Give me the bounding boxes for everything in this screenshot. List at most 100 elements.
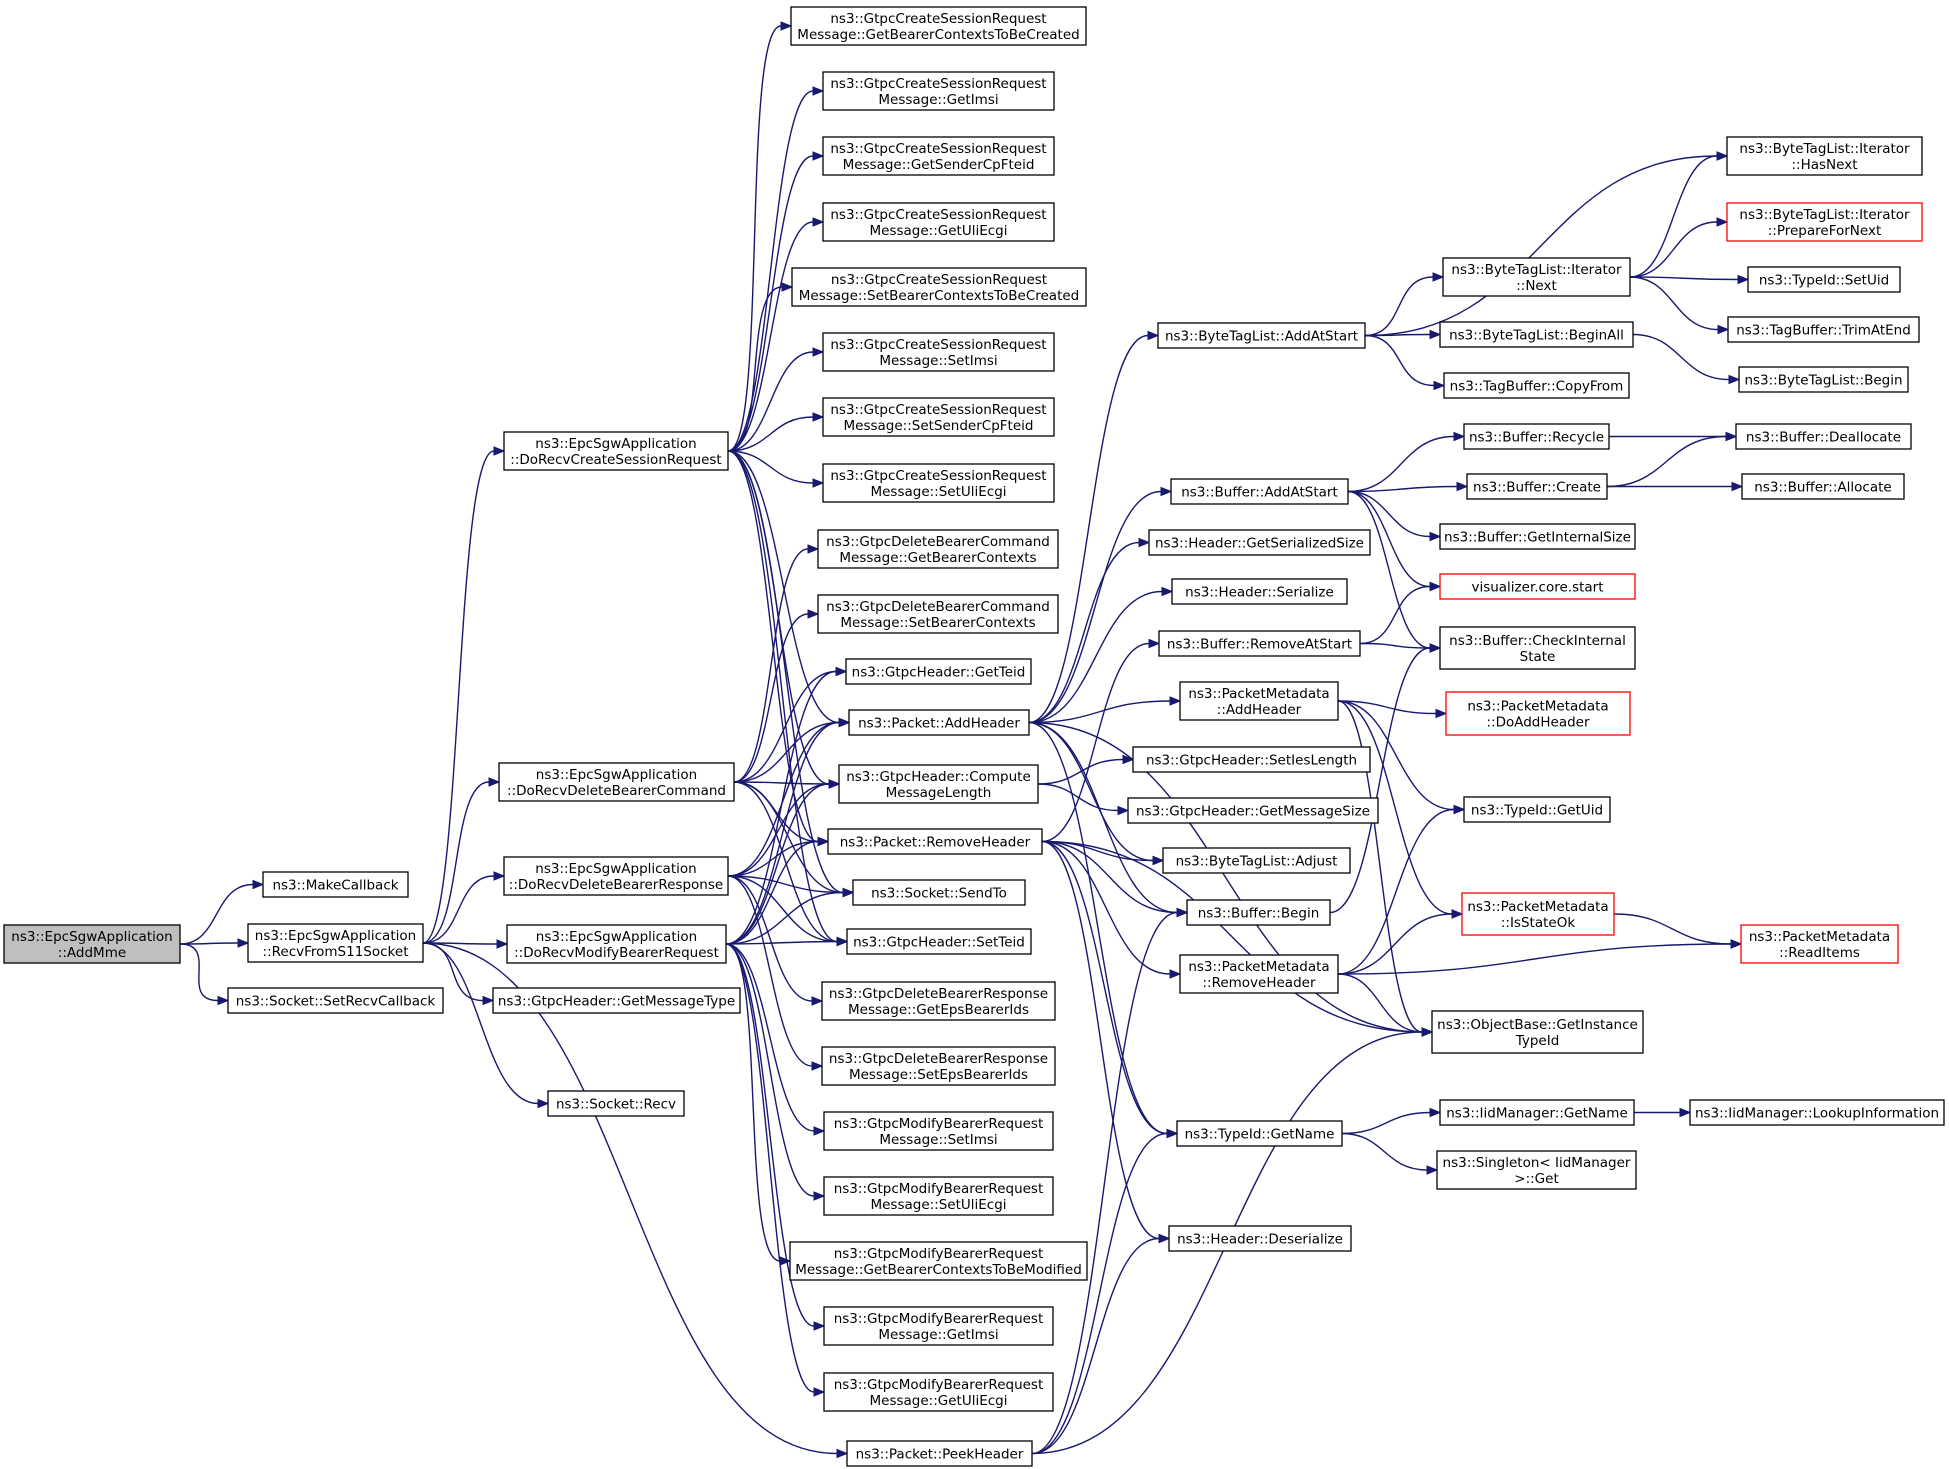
- node-btl_begin[interactable]: ns3::ByteTagList::Begin: [1738, 366, 1909, 393]
- node-typeid_getname[interactable]: ns3::TypeId::GetName: [1176, 1120, 1343, 1147]
- node-singleton_get[interactable]: ns3::Singleton< IidManager>::Get: [1436, 1150, 1637, 1190]
- node-hdr_getsersize[interactable]: ns3::Header::GetSerializedSize: [1148, 529, 1371, 556]
- node-btl_addatstart[interactable]: ns3::ByteTagList::AddAtStart: [1157, 322, 1366, 349]
- node-box: [817, 529, 1059, 569]
- node-tb_trimatend[interactable]: ns3::TagBuffer::TrimAtEnd: [1727, 316, 1920, 343]
- node-box: [1170, 478, 1349, 505]
- node-buf_getinternalsize[interactable]: ns3::Buffer::GetInternalSize: [1439, 523, 1636, 550]
- node-box: [1439, 626, 1636, 670]
- node-label: ns3::PacketMetadata: [1188, 686, 1329, 702]
- node-getmsgsize[interactable]: ns3::GtpcHeader::GetMessageSize: [1127, 797, 1379, 824]
- call-edge: [727, 351, 814, 452]
- node-setteid[interactable]: ns3::GtpcHeader::SetTeid: [846, 928, 1032, 955]
- node-makecallback[interactable]: ns3::MakeCallback: [262, 871, 409, 898]
- node-pm_readitems[interactable]: ns3::PacketMetadata::ReadItems: [1740, 924, 1899, 964]
- node-pkt_removeheader[interactable]: ns3::Packet::RemoveHeader: [827, 828, 1043, 855]
- node-buf_create[interactable]: ns3::Buffer::Create: [1466, 473, 1608, 500]
- node-csr_setsender[interactable]: ns3::GtpcCreateSessionRequestMessage::Se…: [822, 397, 1055, 437]
- call-edge: [1341, 1111, 1431, 1135]
- node-buf_allocate[interactable]: ns3::Buffer::Allocate: [1741, 473, 1905, 500]
- node-box: [1127, 797, 1379, 824]
- node-dbc_setbc[interactable]: ns3::GtpcDeleteBearerCommandMessage::Set…: [817, 594, 1059, 634]
- node-csr_setbctbc[interactable]: ns3::GtpcCreateSessionRequestMessage::Se…: [791, 267, 1087, 307]
- node-csr_getsender[interactable]: ns3::GtpcCreateSessionRequestMessage::Ge…: [822, 136, 1055, 176]
- node-box: [823, 1372, 1054, 1412]
- node-csr_getimsi[interactable]: ns3::GtpcCreateSessionRequestMessage::Ge…: [822, 71, 1055, 111]
- node-csr_setuli[interactable]: ns3::GtpcCreateSessionRequestMessage::Se…: [822, 463, 1055, 503]
- node-typeid_setuid[interactable]: ns3::TypeId::SetUid: [1747, 266, 1901, 293]
- node-hdr_deserialize[interactable]: ns3::Header::Deserialize: [1168, 1225, 1352, 1252]
- node-socketrecv[interactable]: ns3::Socket::Recv: [547, 1090, 685, 1117]
- node-sendto[interactable]: ns3::Socket::SendTo: [852, 879, 1026, 906]
- node-recvfroms11[interactable]: ns3::EpcSgwApplication::RecvFromS11Socke…: [247, 923, 424, 963]
- call-edge: [725, 840, 819, 945]
- node-iid_getname[interactable]: ns3::IidManager::GetName: [1439, 1099, 1635, 1126]
- node-buf_deallocate[interactable]: ns3::Buffer::Deallocate: [1735, 423, 1912, 450]
- node-mbr_getimsi[interactable]: ns3::GtpcModifyBearerRequestMessage::Get…: [823, 1306, 1054, 1346]
- node-viz_start[interactable]: visualizer.core.start: [1439, 573, 1636, 600]
- arrowhead: [811, 1061, 824, 1071]
- arrowhead: [1456, 481, 1469, 492]
- node-label: ns3::GtpcCreateSessionRequest: [830, 11, 1046, 27]
- node-buf_recycle[interactable]: ns3::Buffer::Recycle: [1463, 423, 1610, 450]
- arrowhead: [828, 779, 841, 789]
- node-btli_hasnext[interactable]: ns3::ByteTagList::Iterator::HasNext: [1726, 136, 1923, 176]
- node-label: ns3::Buffer::Create: [1473, 480, 1601, 496]
- node-pm_isstateok[interactable]: ns3::PacketMetadata::IsStateOk: [1461, 892, 1615, 936]
- node-box: [1132, 746, 1371, 773]
- node-pm_doaddheader[interactable]: ns3::PacketMetadata::DoAddHeader: [1445, 691, 1631, 736]
- call-edge: [727, 450, 838, 943]
- node-csr_getbctbc[interactable]: ns3::GtpcCreateSessionRequestMessage::Ge…: [790, 6, 1087, 46]
- node-hdr_serialize[interactable]: ns3::Header::Serialize: [1171, 578, 1348, 605]
- node-label: ns3::EpcSgwApplication: [255, 928, 416, 944]
- node-pm_addheader[interactable]: ns3::PacketMetadata::AddHeader: [1179, 681, 1339, 721]
- node-pkt_addheader[interactable]: ns3::Packet::AddHeader: [848, 709, 1030, 736]
- node-dbr_setebi[interactable]: ns3::GtpcDeleteBearerResponseMessage::Se…: [821, 1046, 1056, 1086]
- node-dodeletecmd[interactable]: ns3::EpcSgwApplication::DoRecvDeleteBear…: [498, 762, 735, 802]
- arrowhead: [807, 609, 820, 619]
- arrowhead: [813, 1321, 826, 1331]
- node-iid_lookupinfo[interactable]: ns3::IidManager::LookupInformation: [1689, 1099, 1945, 1126]
- node-mbr_setimsi[interactable]: ns3::GtpcModifyBearerRequestMessage::Set…: [823, 1111, 1054, 1151]
- node-mbr_getbctbm[interactable]: ns3::GtpcModifyBearerRequestMessage::Get…: [789, 1241, 1088, 1281]
- node-label: ns3::IidManager::LookupInformation: [1695, 1106, 1939, 1122]
- node-btli_preparefornext[interactable]: ns3::ByteTagList::Iterator::PrepareForNe…: [1726, 202, 1923, 242]
- node-tb_copyfrom[interactable]: ns3::TagBuffer::CopyFrom: [1443, 372, 1630, 399]
- node-pm_removeheader[interactable]: ns3::PacketMetadata::RemoveHeader: [1179, 954, 1339, 994]
- node-dbr_getebi[interactable]: ns3::GtpcDeleteBearerResponseMessage::Ge…: [821, 981, 1056, 1021]
- call-edge: [725, 891, 844, 945]
- node-getteid[interactable]: ns3::GtpcHeader::GetTeid: [845, 658, 1032, 685]
- call-edge: [1337, 700, 1437, 715]
- node-buf_addatstart[interactable]: ns3::Buffer::AddAtStart: [1170, 478, 1349, 505]
- node-docreatesession[interactable]: ns3::EpcSgwApplication::DoRecvCreateSess…: [503, 431, 729, 471]
- node-csr_getuli[interactable]: ns3::GtpcCreateSessionRequestMessage::Ge…: [822, 202, 1055, 242]
- node-buf_begin[interactable]: ns3::Buffer::Begin: [1186, 899, 1331, 926]
- arrowhead: [496, 939, 509, 949]
- node-setieslength[interactable]: ns3::GtpcHeader::SetIesLength: [1132, 746, 1371, 773]
- node-btl_adjust[interactable]: ns3::ByteTagList::Adjust: [1162, 847, 1351, 874]
- node-dbc_getbc[interactable]: ns3::GtpcDeleteBearerCommandMessage::Get…: [817, 529, 1059, 569]
- node-label: State: [1520, 649, 1556, 665]
- node-box: [822, 332, 1055, 372]
- node-dodeleteresp[interactable]: ns3::EpcSgwApplication::DoRecvDeleteBear…: [503, 856, 729, 896]
- node-buf_removeatstart[interactable]: ns3::Buffer::RemoveAtStart: [1158, 630, 1361, 657]
- node-btli_next[interactable]: ns3::ByteTagList::Iterator::Next: [1442, 257, 1631, 297]
- node-mbr_getuli[interactable]: ns3::GtpcModifyBearerRequestMessage::Get…: [823, 1372, 1054, 1412]
- node-typeid_getuid[interactable]: ns3::TypeId::GetUid: [1463, 796, 1611, 823]
- node-addmme[interactable]: ns3::EpcSgwApplication::AddMme: [3, 924, 181, 964]
- node-setrecvcallback[interactable]: ns3::Socket::SetRecvCallback: [227, 987, 444, 1014]
- node-label: Message::SetBearerContexts: [840, 615, 1035, 631]
- node-btl_beginall[interactable]: ns3::ByteTagList::BeginAll: [1439, 321, 1634, 348]
- node-domodify[interactable]: ns3::EpcSgwApplication::DoRecvModifyBear…: [506, 924, 727, 964]
- node-getmsgtype[interactable]: ns3::GtpcHeader::GetMessageType: [492, 987, 741, 1014]
- call-edge: [727, 721, 840, 877]
- node-mbr_setuli[interactable]: ns3::GtpcModifyBearerRequestMessage::Set…: [823, 1176, 1054, 1216]
- call-edge: [1364, 155, 1718, 337]
- call-edge: [727, 90, 814, 452]
- node-box: [227, 987, 444, 1014]
- node-pkt_peekheader[interactable]: ns3::Packet::PeekHeader: [846, 1440, 1033, 1467]
- node-csr_setimsi[interactable]: ns3::GtpcCreateSessionRequestMessage::Se…: [822, 332, 1055, 372]
